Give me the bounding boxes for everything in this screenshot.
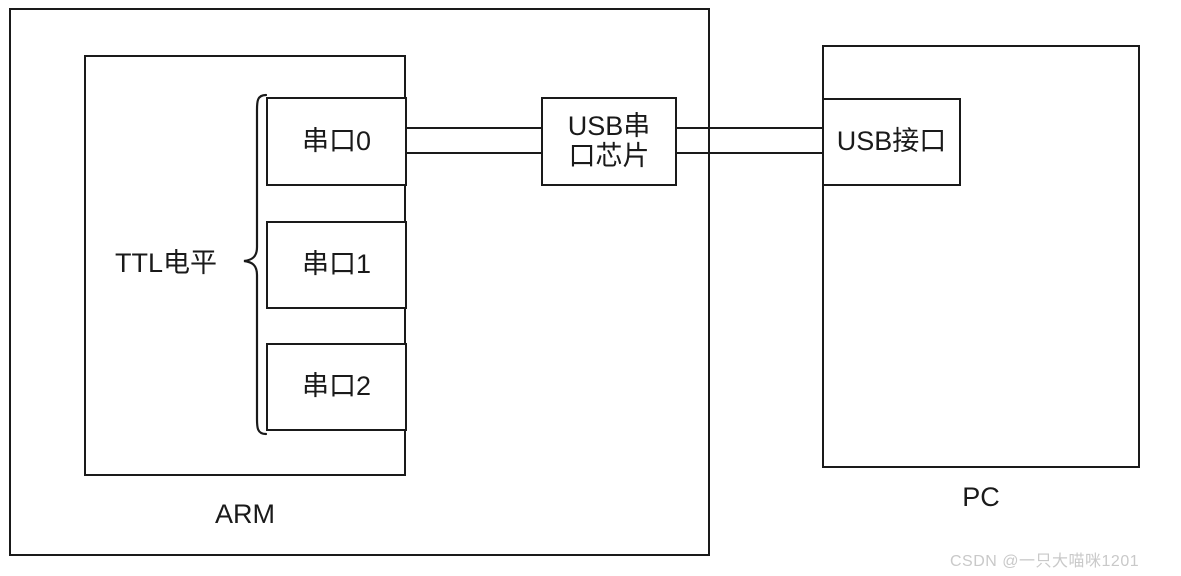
wire-chip-usbport-bottom bbox=[675, 152, 824, 154]
serial-port-2-label: 串口2 bbox=[301, 371, 372, 402]
usb-serial-chip-label-line1: USB串 bbox=[567, 110, 651, 141]
pc-outer-box bbox=[822, 45, 1140, 468]
arm-outer-box bbox=[9, 8, 710, 556]
ttl-level-label: TTL电平 bbox=[114, 248, 217, 278]
usb-port-box bbox=[822, 98, 961, 186]
serial-port-1-box bbox=[266, 221, 407, 309]
serial-port-0-label: 串口0 bbox=[301, 125, 372, 156]
serial-port-2-box bbox=[266, 343, 407, 431]
wire-chip-usbport-top bbox=[675, 127, 824, 129]
pc-caption: PC bbox=[962, 482, 1000, 512]
arm-caption: ARM bbox=[215, 499, 275, 529]
wire-port0-chip-bottom bbox=[406, 152, 543, 154]
usb-serial-chip-label-line2: 口芯片 bbox=[568, 140, 650, 171]
ttl-level-brace bbox=[243, 93, 268, 436]
usb-port-label: USB接口 bbox=[836, 126, 947, 157]
csdn-watermark: CSDN @一只大喵咪1201 bbox=[950, 553, 1140, 570]
serial-port-0-box bbox=[266, 97, 407, 186]
wire-port0-chip-top bbox=[406, 127, 543, 129]
serial-port-1-label: 串口1 bbox=[301, 249, 372, 280]
usb-serial-chip-box bbox=[541, 97, 677, 186]
usb-serial-chip-label: USB串 口芯片 bbox=[541, 97, 677, 186]
